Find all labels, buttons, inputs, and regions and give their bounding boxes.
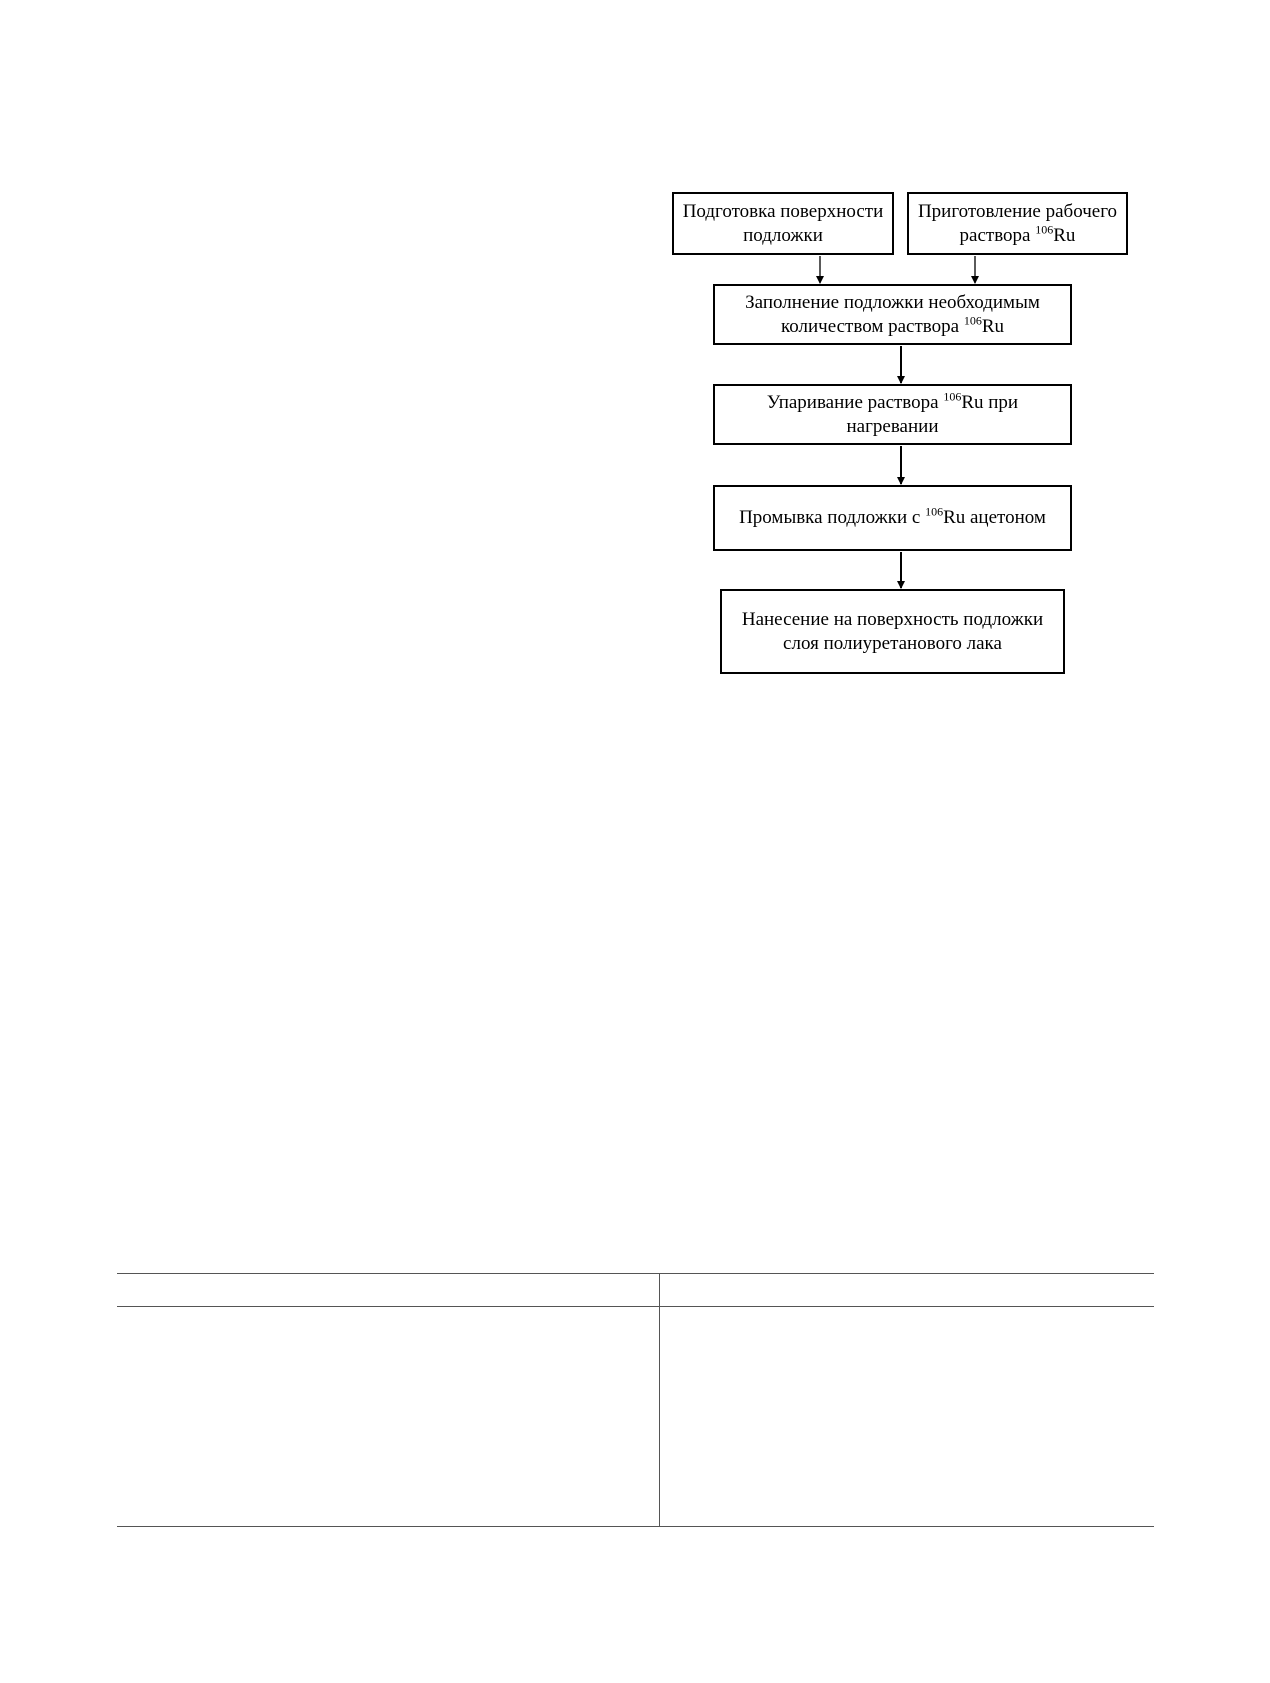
step-apply-lacquer: Нанесение на поверхность подложки слоя п… [720,589,1065,674]
step-label: Подготовка поверхности подложки [682,200,884,246]
table-header-rule [117,1306,1154,1307]
step-wash-substrate: Промывка подложки с 106Ru ацетоном [713,485,1072,551]
step-prepare-substrate-surface: Подготовка поверхности подложки [672,192,894,255]
step-evaporate-solution: Упаривание раствора 106Ru при нагревании [713,384,1072,445]
step-label: Приготовление рабочего раствора 106Ru [917,200,1118,246]
flowchart-arrows [816,256,979,589]
step-fill-substrate: Заполнение подложки необходимым количест… [713,284,1072,345]
table-column-divider [659,1273,660,1527]
step-label: Промывка подложки с 106Ru ацетоном [739,504,1046,528]
step-prepare-working-solution: Приготовление рабочего раствора 106Ru [907,192,1128,255]
table-top-rule [117,1273,1154,1274]
table-bottom-rule [117,1526,1154,1527]
step-label: Упаривание раствора 106Ru при нагревании [766,389,1019,437]
step-label: Нанесение на поверхность подложки слоя п… [741,608,1044,654]
step-label: Заполнение подложки необходимым количест… [745,291,1040,337]
